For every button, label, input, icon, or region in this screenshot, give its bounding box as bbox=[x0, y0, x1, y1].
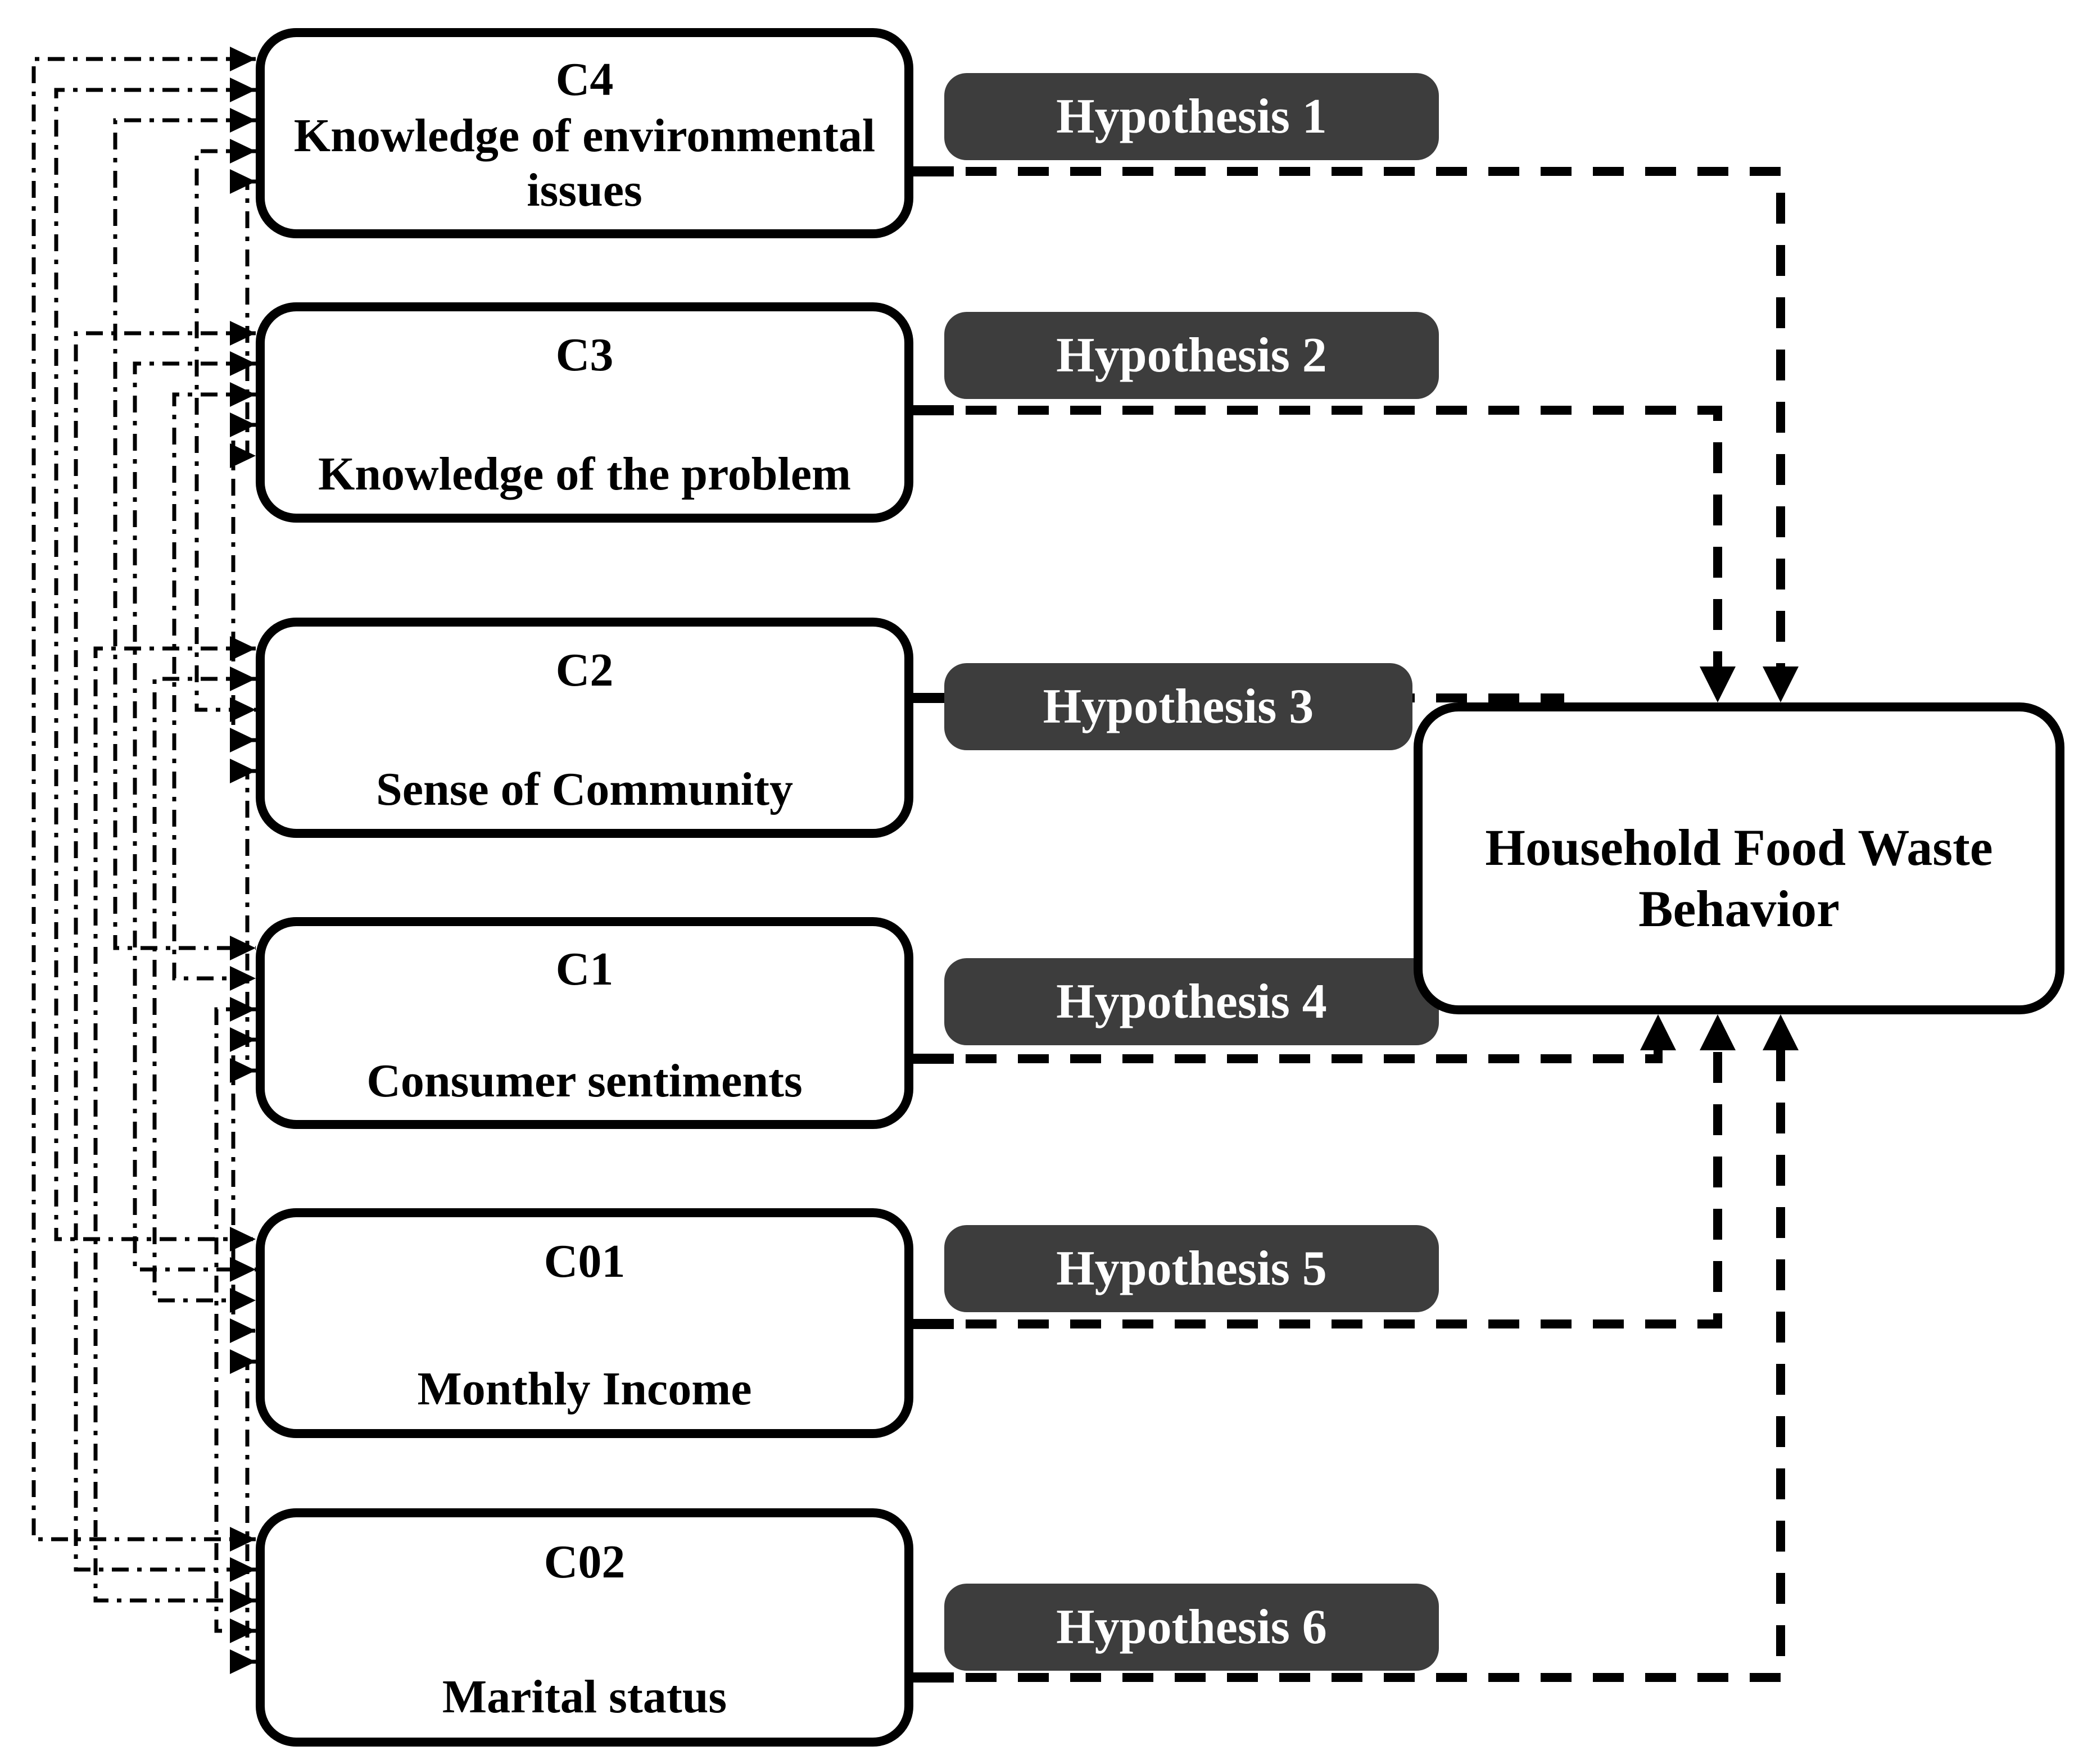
correlation-line-C3-C2-head-a bbox=[230, 412, 256, 437]
correlation-line-C2-C01 bbox=[152, 677, 256, 1303]
correlation-line-C1-C01-head-a bbox=[230, 1027, 256, 1052]
correlation-line-C3-C1-head-b bbox=[230, 966, 256, 991]
correlation-line-C4-C2 bbox=[194, 149, 256, 712]
correlation-line-C4-C3-head-a bbox=[230, 169, 256, 194]
hypothesis-arrow-2 bbox=[913, 406, 1722, 674]
hypothesis-label-text: Hypothesis 4 bbox=[1056, 974, 1327, 1029]
hypothesis-label-6: Hypothesis 6 bbox=[944, 1584, 1439, 1671]
correlation-line-C4-C02 bbox=[31, 57, 256, 1541]
correlation-line-C4-C1-head-a bbox=[230, 108, 256, 133]
construct-box-c1: C1 Consumer sentiments bbox=[256, 917, 913, 1129]
construct-description: Marital status bbox=[442, 1671, 727, 1724]
correlation-line-C01-C02-head-b bbox=[230, 1649, 256, 1674]
construct-description: Consumer sentiments bbox=[366, 1054, 803, 1107]
hypothesis-label-text: Hypothesis 6 bbox=[1056, 1600, 1327, 1654]
hypothesis-arrow-6-head bbox=[1763, 1014, 1799, 1050]
correlation-line-C4-C01-head-a bbox=[230, 78, 256, 102]
correlation-line-C3-C02-head-b bbox=[230, 1557, 256, 1582]
hypothesis-arrow-6 bbox=[913, 1042, 1785, 1682]
correlation-line-C4-C1 bbox=[113, 118, 256, 950]
correlation-line-C1-C02-head-b bbox=[230, 1618, 256, 1643]
correlation-line-C2-C02-head-a bbox=[230, 636, 256, 661]
hypothesis-arrow-5 bbox=[913, 1042, 1722, 1328]
correlation-line-C4-C2-head-a bbox=[230, 139, 256, 164]
construct-code: C02 bbox=[544, 1536, 626, 1589]
construct-code: C01 bbox=[544, 1235, 626, 1288]
hypothesis-label-5: Hypothesis 5 bbox=[944, 1225, 1439, 1312]
hypothesis-label-text: Hypothesis 2 bbox=[1056, 328, 1327, 383]
construct-box-c2: C2 Sense of Community bbox=[256, 618, 913, 838]
correlation-line-C3-C01 bbox=[133, 361, 256, 1272]
construct-box-c02: C02 Marital status bbox=[256, 1508, 913, 1747]
hypothesis-arrow-1 bbox=[913, 167, 1785, 674]
correlation-line-C2-C1 bbox=[245, 769, 256, 1073]
correlation-line-C4-C1-head-b bbox=[230, 936, 256, 960]
correlation-line-C3-C1-head-a bbox=[230, 382, 256, 407]
hypothesis-label-4: Hypothesis 4 bbox=[944, 958, 1439, 1045]
construct-description: Monthly Income bbox=[417, 1362, 752, 1415]
correlation-line-C2-C01-head-a bbox=[230, 666, 256, 691]
correlation-line-C2-C1-head-a bbox=[230, 759, 256, 783]
correlation-line-C1-C02-head-a bbox=[230, 997, 256, 1022]
construct-code: C3 bbox=[555, 328, 614, 381]
correlation-line-C3-C2-head-b bbox=[230, 728, 256, 752]
hypothesis-arrow-5-head bbox=[1700, 1014, 1736, 1050]
construct-box-c3: C3 Knowledge of the problem bbox=[256, 302, 913, 523]
correlation-line-C3-C01-head-b bbox=[230, 1257, 256, 1282]
hypothesis-label-2: Hypothesis 2 bbox=[944, 312, 1439, 399]
outcome-box: Household Food Waste Behavior bbox=[1414, 702, 2064, 1014]
correlation-line-C4-C3-head-b bbox=[230, 443, 256, 468]
correlation-line-C1-C01 bbox=[231, 1037, 256, 1333]
correlation-line-C4-C01 bbox=[54, 88, 256, 1241]
correlation-line-C4-C02-head-b bbox=[230, 1527, 256, 1552]
construct-box-c4: C4 Knowledge of environmental issues bbox=[256, 28, 913, 238]
construct-box-c01: C01 Monthly Income bbox=[256, 1208, 913, 1438]
hypothesis-label-1: Hypothesis 1 bbox=[944, 73, 1439, 160]
outcome-title: Household Food Waste Behavior bbox=[1485, 818, 1993, 937]
construct-code: C1 bbox=[555, 942, 614, 995]
correlation-line-C01-C02-head-a bbox=[230, 1349, 256, 1374]
correlation-line-C2-C02-head-b bbox=[230, 1588, 256, 1613]
hypothesis-label-text: Hypothesis 5 bbox=[1056, 1241, 1327, 1296]
hypothesis-label-3: Hypothesis 3 bbox=[944, 663, 1412, 750]
correlation-line-C3-C01-head-a bbox=[230, 351, 256, 376]
correlation-line-C3-C1 bbox=[172, 392, 256, 981]
correlation-line-C3-C02-head-a bbox=[230, 321, 256, 346]
correlation-line-C3-C2 bbox=[231, 423, 256, 742]
hypothesis-arrow-4-head bbox=[1640, 1014, 1676, 1050]
correlation-line-C2-C02 bbox=[93, 646, 256, 1603]
correlation-line-C01-C02 bbox=[245, 1359, 256, 1664]
correlation-line-C4-C2-head-b bbox=[230, 697, 256, 722]
construct-description: Knowledge of the problem bbox=[318, 447, 852, 500]
construct-description: Knowledge of environmental issues bbox=[293, 109, 876, 217]
correlation-line-C4-C02-head-a bbox=[230, 47, 256, 71]
correlation-line-C3-C02 bbox=[74, 331, 256, 1572]
correlation-line-C1-C01-head-b bbox=[230, 1318, 256, 1343]
correlation-line-C4-C01-head-b bbox=[230, 1227, 256, 1251]
hypothesis-arrow-2-head bbox=[1700, 666, 1736, 702]
correlation-line-C4-C3 bbox=[245, 179, 256, 458]
construct-description: Sense of Community bbox=[375, 763, 793, 815]
hypothesis-label-text: Hypothesis 3 bbox=[1043, 679, 1314, 734]
construct-code: C4 bbox=[555, 53, 614, 106]
correlation-line-C1-C02 bbox=[214, 1007, 256, 1633]
hypothesis-label-text: Hypothesis 1 bbox=[1056, 89, 1327, 144]
correlation-line-C2-C1-head-b bbox=[230, 1058, 256, 1083]
construct-code: C2 bbox=[555, 643, 614, 696]
hypothesis-arrow-1-head bbox=[1763, 666, 1799, 702]
correlation-line-C2-C01-head-b bbox=[230, 1288, 256, 1313]
